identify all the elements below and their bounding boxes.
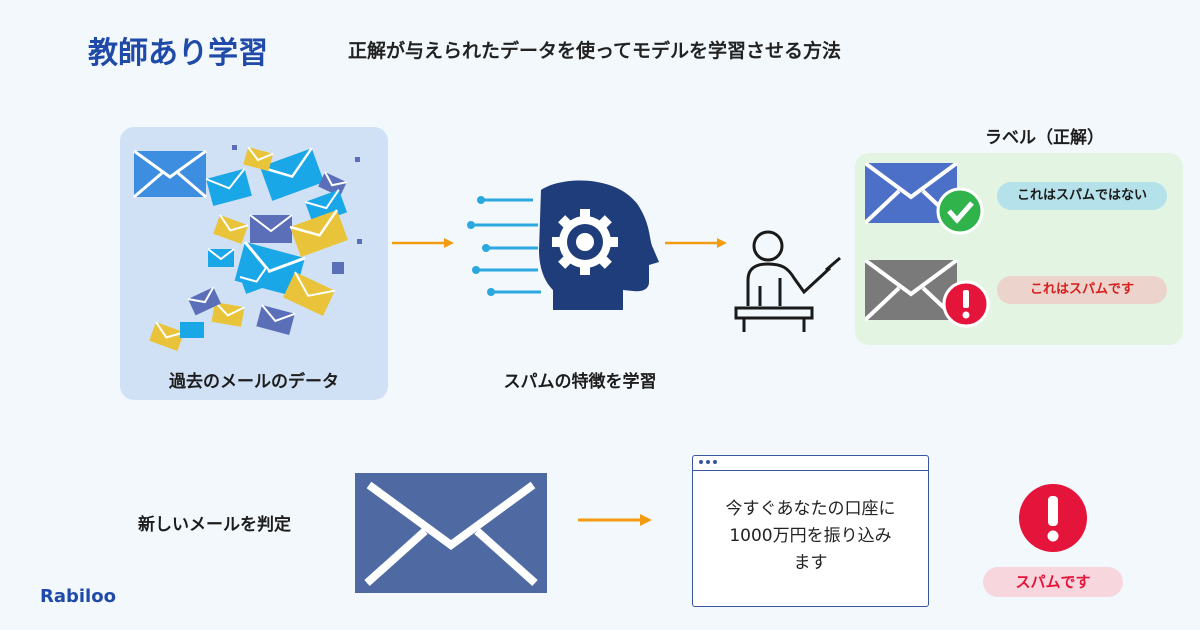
gear-icon [552, 209, 618, 275]
warning-icon [942, 280, 990, 328]
label-title: ラベル（正解） [985, 128, 1104, 148]
spam-mail-icon [865, 260, 990, 328]
email-data-panel [120, 127, 388, 400]
ai-head-gear-icon [467, 180, 659, 310]
brand-logo: Rabiloo [40, 586, 116, 607]
ok-mail-icon [865, 163, 984, 235]
learn-label: スパムの特徴を学習 [503, 372, 657, 392]
spam-badge: これはスパムです [997, 276, 1167, 304]
arrow-right-icon [665, 238, 727, 248]
message-window: 今すぐあなたの口座に 1000万円を振り込み ます [692, 455, 929, 607]
teacher-icon [734, 230, 841, 332]
judge-label: 新しいメールを判定 [138, 515, 291, 535]
result-badge: スパムです [983, 567, 1123, 597]
data-label: 過去のメールのデータ [169, 372, 339, 392]
window-titlebar [693, 456, 928, 471]
circuit-lines [467, 196, 541, 296]
page-title: 教師あり学習 [88, 36, 268, 71]
window-dot-icon [699, 460, 703, 464]
email-cluster-illustration [133, 145, 362, 352]
warning-icon [1019, 484, 1087, 552]
window-dot-icon [713, 460, 717, 464]
not-spam-badge: これはスパムではない [997, 182, 1167, 210]
arrow-right-icon [392, 238, 454, 248]
window-dot-icon [706, 460, 710, 464]
envelope-icons-cluster [133, 145, 362, 352]
arrow-right-icon [578, 514, 652, 526]
page-subtitle: 正解が与えられたデータを使ってモデルを学習させる方法 [348, 40, 842, 62]
check-icon [936, 187, 984, 235]
spam-message-text: 今すぐあなたの口座に 1000万円を振り込み ます [725, 499, 896, 573]
new-mail-icon [355, 473, 547, 593]
